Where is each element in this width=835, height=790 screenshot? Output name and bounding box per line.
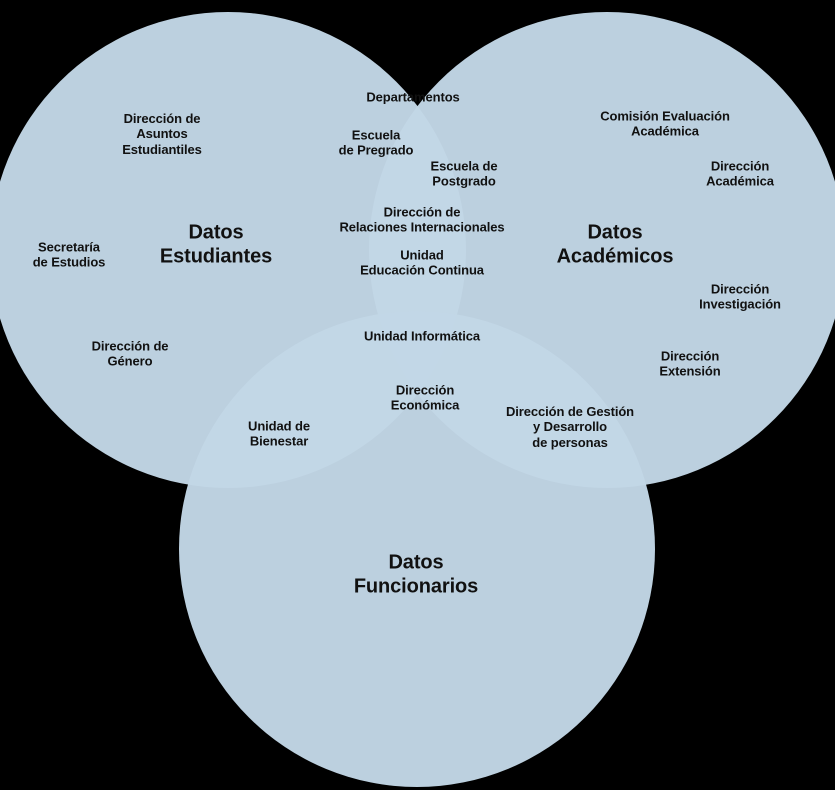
circle-group <box>0 12 835 787</box>
venn-item-unidad-educacion-continua: Unidad Educación Continua <box>360 247 484 278</box>
set-title-academicos: Datos Académicos <box>556 221 674 268</box>
set-title-funcionarios: Datos Funcionarios <box>353 551 479 598</box>
venn-item-unidad-de-bienestar: Unidad de Bienestar <box>248 418 310 449</box>
venn-item-direccion-academica: Dirección Académica <box>706 158 774 189</box>
venn-item-direccion-economica: Dirección Económica <box>390 382 460 413</box>
venn-item-comision-evaluacion-academica: Comisión Evaluación Académica <box>600 108 730 139</box>
venn-item-direccion-extension: Dirección Extensión <box>659 348 721 379</box>
venn-item-direccion-de-genero: Dirección de Género <box>91 338 169 369</box>
venn-item-departamentos: Departamentos <box>366 89 460 105</box>
circle-funcionarios[interactable] <box>179 311 655 787</box>
venn-item-direccion-relaciones-internacionales: Dirección de Relaciones Internacionales <box>339 204 505 235</box>
venn-item-escuela-de-postgrado: Escuela de Postgrado <box>430 158 498 189</box>
venn-item-unidad-informatica: Unidad Informática <box>364 328 480 344</box>
set-title-estudiantes: Datos Estudiantes <box>159 221 273 268</box>
venn-item-secretaria-de-estudios: Secretaría de Estudios <box>32 239 106 270</box>
venn-item-direccion-gestion-desarrollo-personas: Dirección de Gestión y Desarrollo de per… <box>505 404 635 450</box>
venn-item-escuela-de-pregrado: Escuela de Pregrado <box>338 127 414 158</box>
venn-item-direccion-investigacion: Dirección Investigación <box>699 281 781 312</box>
venn-item-direccion-asuntos-estudiantiles: Dirección de Asuntos Estudiantiles <box>122 111 202 157</box>
